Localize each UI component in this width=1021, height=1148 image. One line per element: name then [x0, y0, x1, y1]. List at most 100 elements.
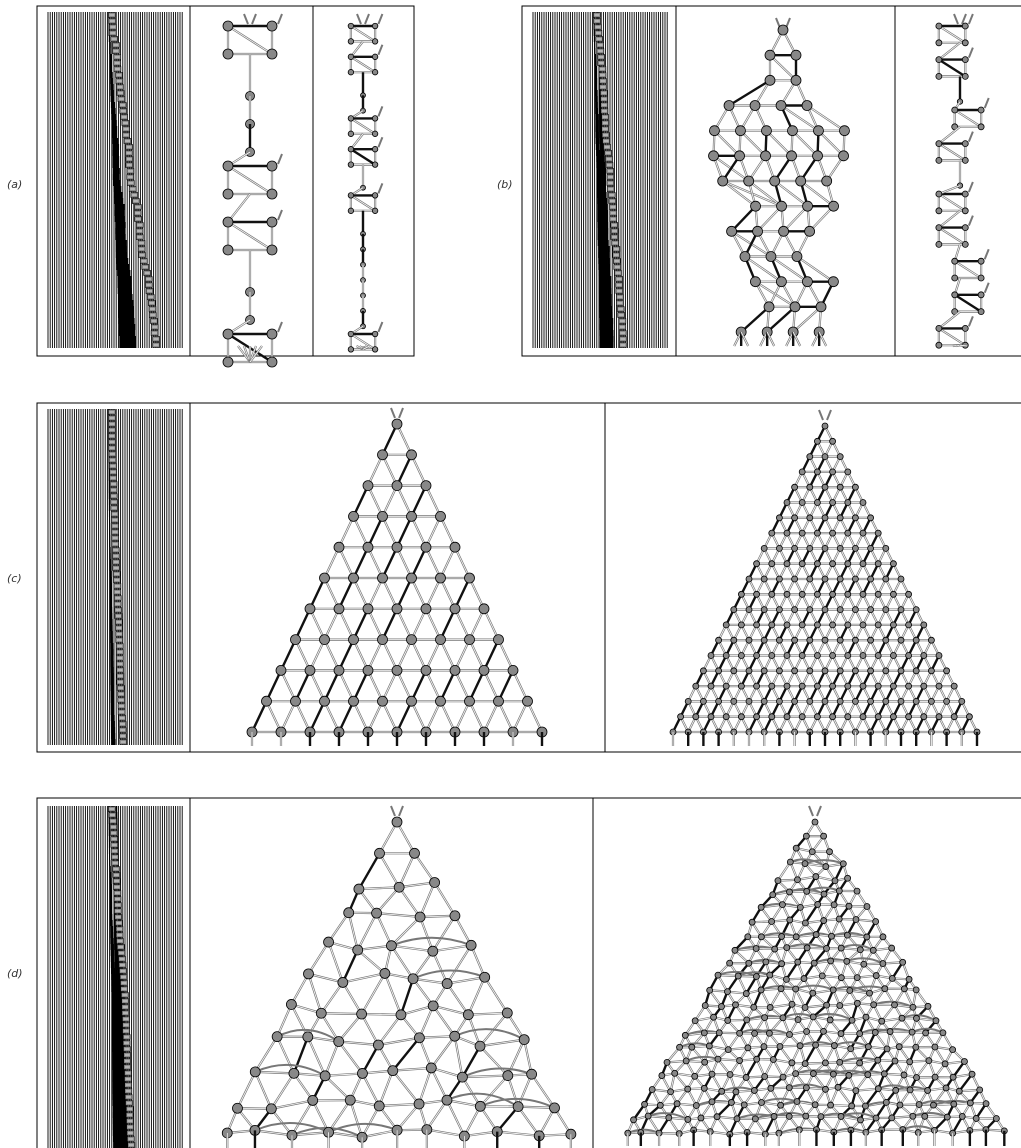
network-node	[913, 698, 919, 704]
ca-wake	[111, 962, 115, 968]
ca-wake	[109, 36, 110, 42]
ca-wake	[115, 956, 119, 962]
ca-wake	[110, 890, 112, 896]
network-node	[921, 683, 927, 689]
ca-wake	[595, 114, 598, 120]
network-node	[761, 637, 767, 643]
network-node	[883, 607, 889, 613]
ca-wake	[115, 234, 126, 240]
network-node	[978, 124, 984, 130]
network-node	[928, 698, 934, 704]
ca-wake	[603, 288, 611, 294]
ca-wake	[109, 517, 110, 523]
network-node	[428, 946, 438, 956]
network-node	[502, 1008, 512, 1018]
network-node	[814, 714, 820, 720]
network-node	[928, 637, 934, 643]
network-node	[822, 545, 828, 551]
network-node	[890, 714, 896, 720]
ca-wake	[113, 168, 120, 174]
ca-wake	[110, 932, 113, 938]
network-node	[716, 668, 722, 674]
network-node	[457, 1072, 467, 1082]
network-node	[799, 530, 805, 536]
network-node	[776, 545, 782, 551]
network-node	[373, 1040, 383, 1050]
network-node	[852, 545, 858, 551]
network-node	[792, 545, 798, 551]
network-node	[291, 696, 301, 706]
network-node	[951, 714, 957, 720]
network-node	[860, 622, 866, 628]
ca-wake	[115, 210, 125, 216]
network-node	[394, 882, 404, 892]
ca-wake	[110, 613, 113, 619]
network-node	[784, 622, 790, 628]
network-node	[822, 454, 828, 460]
network-node	[830, 469, 836, 475]
network-node	[349, 511, 359, 521]
network-node	[906, 622, 912, 628]
network-node	[334, 604, 344, 614]
network-node	[830, 653, 836, 659]
network-node	[822, 637, 828, 643]
ca-wake	[111, 108, 115, 114]
ca-wake	[594, 54, 596, 60]
network-node	[700, 668, 706, 674]
network-node	[837, 668, 843, 674]
network-node	[450, 1031, 460, 1041]
network-node	[316, 1008, 326, 1018]
network-node	[890, 683, 896, 689]
network-node	[868, 545, 874, 551]
panel-a	[37, 6, 414, 367]
network-node	[898, 637, 904, 643]
network-node	[372, 193, 378, 199]
network-node	[348, 193, 354, 199]
network-node	[913, 668, 919, 674]
network-node	[267, 189, 277, 199]
ca-wake	[111, 709, 115, 715]
network-node	[750, 101, 760, 111]
network-node	[802, 101, 812, 111]
network-node	[348, 347, 354, 353]
ca-wake	[112, 132, 117, 138]
network-node	[223, 329, 233, 339]
network-node	[936, 191, 942, 197]
network-node	[764, 302, 774, 312]
ca-wake	[109, 565, 111, 571]
network-node	[527, 1069, 537, 1079]
ca-wake	[112, 150, 118, 156]
network-node	[962, 23, 968, 29]
ca-wake	[601, 192, 607, 198]
ca-wake	[601, 168, 606, 174]
ca-wake	[112, 138, 118, 144]
network-node	[936, 683, 942, 689]
ca-wake	[110, 685, 113, 691]
ca-wake	[109, 860, 110, 866]
network-node	[792, 698, 798, 704]
network-node	[898, 698, 904, 704]
ca-wake	[109, 535, 110, 541]
network-node	[693, 714, 699, 720]
network-node	[776, 515, 782, 521]
ca-wake	[595, 102, 598, 108]
network-node	[761, 126, 771, 136]
ca-wake	[595, 108, 598, 114]
network-node	[761, 545, 767, 551]
ca-wake	[596, 144, 600, 150]
network-node	[286, 999, 296, 1009]
network-node	[320, 573, 330, 583]
ca-wake	[109, 824, 110, 830]
ca-wake	[109, 866, 111, 872]
ca-wake	[595, 72, 597, 78]
network-node	[324, 937, 334, 947]
network-node	[852, 576, 858, 582]
ca-wake	[117, 264, 130, 270]
ca-wake	[603, 294, 612, 300]
network-node	[523, 696, 533, 706]
network-node	[475, 1041, 485, 1051]
ca-wake	[111, 739, 115, 745]
network-node	[860, 591, 866, 597]
ca-wake	[596, 156, 601, 162]
network-node	[503, 1071, 513, 1081]
